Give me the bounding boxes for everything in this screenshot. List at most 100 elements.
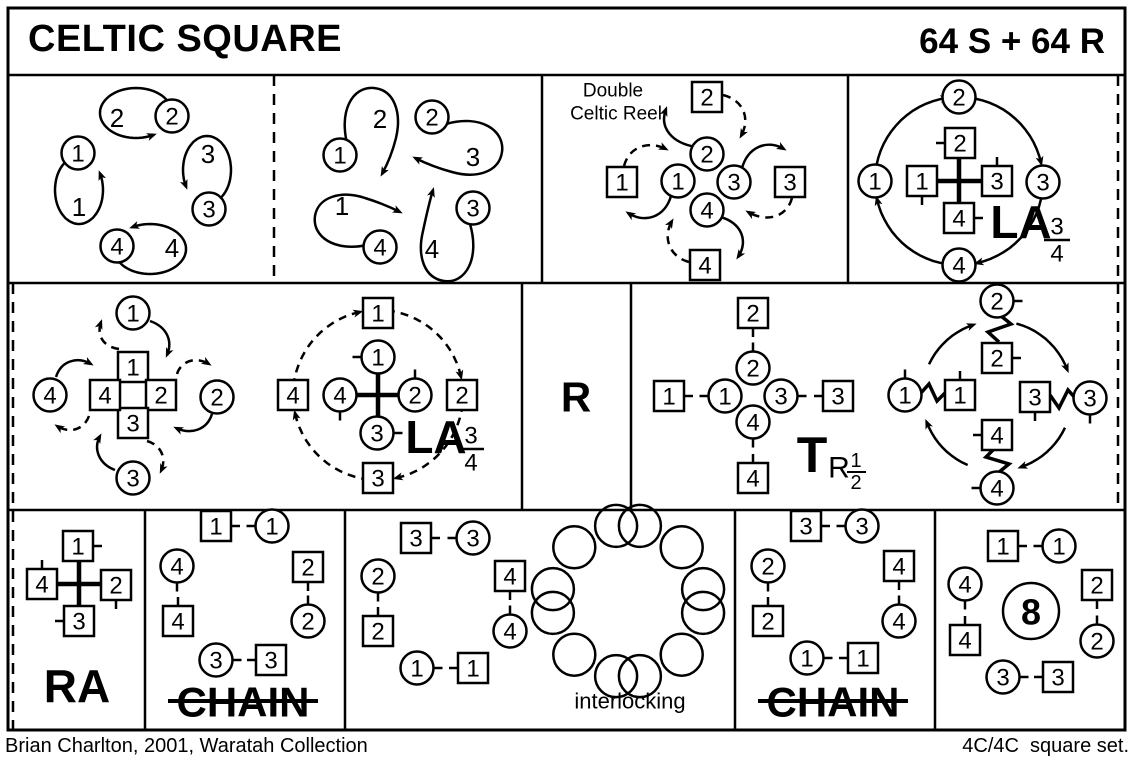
r1p3-circle-1 [660,163,696,199]
outer-border [6,6,1127,732]
r3p2-circle-3 [198,642,234,678]
r1p4-circle-2 [941,79,977,115]
r3p5-circle-3 [985,659,1021,695]
interlocking-circle [552,525,597,570]
r3p3-circle-1 [399,650,435,686]
r1p2-loop-tl [343,86,400,177]
r2p5-square-1 [943,378,977,412]
r3p4-square-2-label: 2 [761,609,774,636]
r2p2-circle-3 [359,415,395,451]
page-title: CELTIC SQUARE [28,18,343,60]
r2p4-circle-3 [763,378,799,414]
r1p1-loop-bottom [112,221,188,276]
interlocking-circle [617,503,663,549]
r2p5-arc-tr [1016,322,1069,374]
r1p2-number-4-label: 4 [425,234,439,264]
r3p5-circle-1-label: 1 [1052,534,1065,561]
r2p1-circle-1-label: 1 [126,301,139,328]
turn-frac-num: 1 [850,450,861,472]
r3p3-circle-3-label: 3 [466,526,479,553]
r1p4-square-4-label: 4 [952,206,965,233]
r2p4-square-3 [821,379,855,413]
r2p5-circle-3 [1072,380,1108,416]
r2p2-square-1 [361,296,395,330]
r3p1-square-1 [61,529,95,563]
r1p1-number-3-label: 3 [201,139,215,169]
la1-frac-num: 3 [1050,214,1063,241]
r1p3-square-1-label: 1 [615,170,628,197]
r1p1-number-4-label: 4 [165,233,179,263]
r3p3-circle-4-label: 4 [503,619,516,646]
r2p5-circle-1-label: 1 [898,383,911,410]
r2p2-square-4-label: 4 [286,383,299,410]
r3p3-square-2 [361,614,395,648]
r3p2-square-2 [291,550,325,584]
r1p3-arrow-c4 [719,215,746,260]
r3p3-square-4-label: 4 [503,564,516,591]
r3p4-circle-4-label: 4 [892,609,905,636]
r2p2-square-1-label: 1 [371,301,384,328]
r1p1-number-1-label: 1 [72,192,86,222]
r2p4-circle-2 [735,350,771,386]
r3p3-square-3 [399,521,433,555]
r2p1-square-3-label: 3 [126,411,139,438]
r3p3-circle-2 [360,558,396,594]
r3p1-square-4 [25,567,59,601]
r3p2-circle-1-label: 1 [265,514,278,541]
r1p1-circle-3-label: 3 [202,197,215,224]
r2p1-arrow-s3 [146,439,168,474]
r3p4-square-4 [882,549,916,583]
r1p2-loop-br [419,187,475,283]
r2p1-arrow-c4 [54,357,94,378]
r1p2-circle-2 [414,99,450,135]
r3p5-circle-8 [1001,581,1061,641]
r3p5-square-4 [948,623,982,657]
r2p5-square-3-label: 3 [1028,385,1041,412]
r2p2-circle-2-label: 2 [408,383,421,410]
r2p2-circle-4-label: 4 [333,383,346,410]
r3p4-square-4-label: 4 [892,554,905,581]
r1p3-circle-4-label: 4 [700,198,713,225]
r2p4-square-1 [652,379,686,413]
r2p2-square-4 [276,378,310,412]
reel-label: R [561,374,591,421]
r2p1-arrow-s4 [54,415,91,434]
r2p2-circle-1-label: 1 [371,345,384,372]
r1p1-circle-1-label: 1 [71,141,84,168]
r2p1-circle-1 [115,295,151,331]
r3p2-circle-2 [290,603,326,639]
interlocking-circle [593,503,639,549]
r1p4-circle-3-label: 3 [1036,170,1049,197]
r3p2-square-3 [254,643,288,677]
r3p5-square-4-label: 4 [958,628,971,655]
r1p3-circle-4 [689,192,725,228]
r1p4-circle-4-label: 4 [952,253,965,280]
r1p4-square-2-label: 2 [953,131,966,158]
r1p2-circle-3-label: 3 [466,196,479,223]
r2p1-circle-3-label: 3 [126,466,139,493]
r3p1-square-2-label: 2 [109,573,122,600]
r1p2-loop-bl [313,193,403,248]
r2p5-square-4-label: 4 [990,423,1003,450]
interlocking-circle [617,653,663,699]
r1p4-square-4 [942,201,976,235]
r2p1-arrow-s2 [175,356,212,375]
r2p1-circle-3 [115,460,151,496]
interlocking-circle [659,525,704,570]
r2p1-arrow-c1 [149,319,174,358]
r3p5-square-2 [1080,568,1114,602]
r1p4-circle-3 [1025,164,1061,200]
r2p5-square-2 [980,341,1014,375]
r1p4-arc-4-1 [874,195,948,266]
r2p4-circle-1 [707,378,743,414]
r1p1-loop-left [53,154,107,226]
double-celtic-reel-line1: Double [583,81,643,102]
r3p4-square-1 [846,641,880,675]
r1p2-loop-tr [412,119,504,176]
r2p5-zigzag-right [1048,386,1079,412]
r3p4-circle-3 [844,508,880,544]
r3p3-square-4 [493,559,527,593]
r2p5-circle-4-label: 4 [990,476,1003,503]
r3p5-circle-4-label: 4 [958,572,971,599]
r3p2-circle-4-label: 4 [170,554,183,581]
